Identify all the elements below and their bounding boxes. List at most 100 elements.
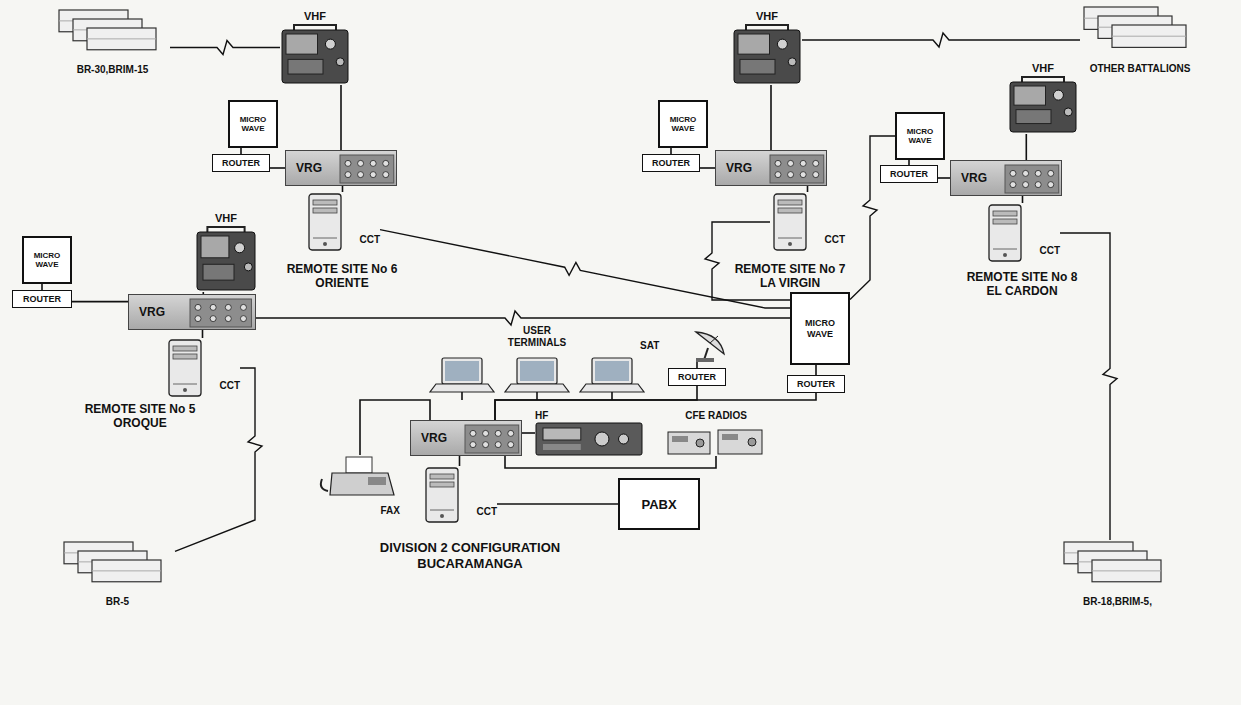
- vhf-node: VHF: [280, 10, 350, 85]
- equipment-stack-icon: [1060, 540, 1175, 592]
- wireless-link: [380, 230, 790, 308]
- cct-label: CCT: [359, 234, 380, 252]
- mw-label: MICRO WAVE: [805, 318, 835, 339]
- vrg-panel-icon: [465, 425, 519, 453]
- cct-label: CCT: [219, 380, 240, 398]
- site-caption-main: DIVISION 2 CONFIGURATION BUCARAMANGA: [345, 540, 595, 571]
- vhf-node: VHF: [195, 212, 257, 292]
- computer-tower-icon: [165, 338, 205, 398]
- router-node: ROUTER: [880, 165, 938, 183]
- vhf-label: VHF: [1032, 62, 1054, 74]
- mw-node: MICRO WAVE: [658, 100, 708, 148]
- mw-label: MICRO WAVE: [240, 115, 267, 133]
- mw-node: MICRO WAVE: [228, 100, 278, 148]
- cable-connector: [495, 393, 816, 420]
- cable-connector: [342, 186, 344, 192]
- vhf-radio-icon: [1008, 76, 1078, 134]
- cct-node: CCT: [770, 192, 845, 252]
- site-caption: REMOTE SITE No 7 LA VIRGIN: [729, 262, 851, 291]
- wireless-link: [850, 136, 895, 299]
- cct-node: CCT: [422, 466, 497, 524]
- vhf-label: VHF: [756, 10, 778, 22]
- laptop-base: [580, 384, 644, 392]
- computer-tower-icon: [422, 466, 462, 524]
- vrg-node: VRG: [410, 420, 522, 456]
- stack-label: BR-30,BRIM-15: [77, 64, 149, 76]
- vrg-node: VRG: [285, 150, 397, 186]
- router-label: ROUTER: [890, 169, 928, 179]
- cable-connector: [495, 386, 697, 420]
- cct-node: CCT: [165, 338, 240, 398]
- vrg-node: VRG: [128, 294, 256, 330]
- stack-label: OTHER BATTALIONS: [1090, 63, 1191, 75]
- mw-node: MICRO WAVE: [22, 236, 72, 284]
- cfe-label: CFE RADIOS: [685, 410, 747, 422]
- vrg-label: VRG: [726, 161, 752, 175]
- vrg-label: VRG: [961, 171, 987, 185]
- vrg-label: VRG: [421, 431, 447, 445]
- stack-node: OTHER BATTALIONS: [1080, 5, 1200, 75]
- equipment-stack-icon: [1080, 5, 1200, 59]
- wireless-link: [256, 311, 790, 325]
- cct-label: CCT: [1039, 245, 1060, 263]
- cable-connector: [202, 330, 204, 338]
- vhf-radio-icon: [280, 24, 350, 85]
- router-node: ROUTER: [668, 368, 726, 386]
- sat-label: SAT: [640, 340, 659, 351]
- vrg-node: VRG: [715, 150, 827, 186]
- computer-tower-icon: [770, 192, 810, 252]
- laptop-screen: [517, 358, 557, 384]
- fax-node: FAX: [320, 455, 400, 517]
- laptop-screen: [592, 358, 632, 384]
- cable-connector: [522, 432, 535, 434]
- mw-label: MICRO WAVE: [907, 127, 934, 145]
- mw-label: MICRO WAVE: [34, 251, 61, 269]
- stack-label: BR-18,BRIM-5,: [1083, 596, 1152, 608]
- router-node: ROUTER: [642, 154, 700, 172]
- fax-machine-icon: [328, 455, 398, 501]
- stack-node: BR-18,BRIM-5,: [1060, 540, 1175, 608]
- cable-connector: [459, 456, 461, 466]
- vrg-panel-icon: [770, 155, 824, 183]
- cable-connector: [340, 85, 342, 150]
- router-label: ROUTER: [678, 372, 716, 382]
- wireless-link: [802, 33, 1080, 47]
- pabx-label: PABX: [641, 497, 676, 512]
- vhf-label: VHF: [304, 10, 326, 22]
- equipment-stack-icon: [60, 540, 175, 592]
- router-node: ROUTER: [12, 290, 72, 308]
- laptop-base: [505, 384, 569, 392]
- fax-label: FAX: [381, 505, 400, 517]
- stack-label: BR-5: [106, 596, 129, 608]
- vrg-node: VRG: [950, 160, 1062, 196]
- router-label: ROUTER: [23, 294, 61, 304]
- mw-label: MICRO WAVE: [670, 115, 697, 133]
- equipment-stack-icon: [55, 8, 170, 60]
- router-label: ROUTER: [797, 379, 835, 389]
- cct-label: CCT: [824, 234, 845, 252]
- router-node: ROUTER: [787, 375, 845, 393]
- vrg-panel-icon: [190, 299, 251, 327]
- sat-node: SAT: [640, 328, 730, 362]
- mw-node: MICRO WAVE: [895, 112, 945, 160]
- vhf-label: VHF: [215, 212, 237, 224]
- laptop-base: [430, 384, 494, 392]
- hf-radio-icon: [535, 422, 643, 456]
- cable-connector: [505, 456, 716, 468]
- vrg-label: VRG: [139, 305, 165, 319]
- cfe-radio-icon: [660, 424, 772, 456]
- cable-connector: [1026, 134, 1028, 160]
- hf-label: HF: [535, 410, 548, 421]
- cable-connector: [815, 365, 817, 375]
- wireless-link: [170, 41, 280, 55]
- cct-node: CCT: [305, 192, 380, 252]
- cable-connector: [497, 503, 618, 505]
- site-caption: REMOTE SITE No 8 EL CARDON: [961, 270, 1083, 299]
- cct-label: CCT: [476, 506, 497, 524]
- cable-connector: [807, 186, 809, 192]
- stack-node: BR-5: [60, 540, 175, 608]
- cable-connector: [938, 177, 950, 179]
- router-label: ROUTER: [222, 158, 260, 168]
- pabx-node: PABX: [618, 478, 700, 530]
